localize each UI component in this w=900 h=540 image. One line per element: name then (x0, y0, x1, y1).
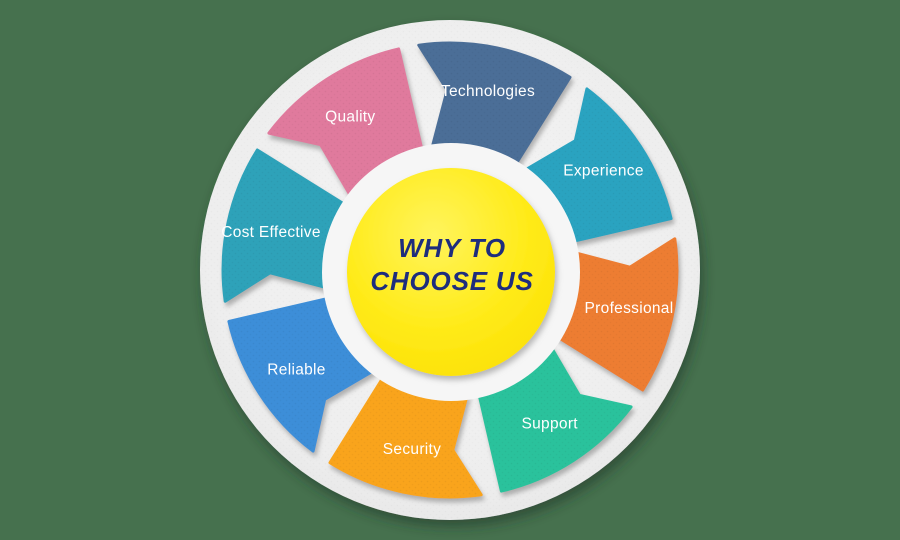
segment-texture-technologies (418, 43, 570, 163)
segment-texture-professional (557, 238, 677, 390)
segment-texture-security (330, 377, 482, 497)
segment-technologies: Technologies (417, 41, 572, 165)
segment-label-security: Security (383, 441, 441, 458)
segment-label-technologies: Technologies (441, 83, 535, 100)
segment-security: Security (328, 375, 483, 499)
segment-label-quality: Quality (325, 109, 375, 126)
center-circle (347, 168, 555, 376)
segment-texture-experience (526, 88, 672, 242)
center-title-line2: CHOOSE US (370, 266, 533, 296)
segment-label-reliable: Reliable (267, 362, 325, 379)
segment-quality: Quality (267, 47, 423, 196)
center-title-line1: WHY TO (398, 233, 506, 263)
segment-texture-quality (268, 48, 422, 195)
segment-label-support: Support (522, 416, 579, 433)
segment-label-experience: Experience (563, 162, 644, 179)
segment-label-cost-effective: Cost Effective (221, 224, 321, 241)
segment-texture-cost-effective (223, 150, 343, 302)
segment-texture-reliable (228, 298, 374, 452)
segments-layer: TechnologiesExperienceProfessionalSuppor… (221, 41, 679, 499)
segment-label-professional: Professional (585, 300, 674, 317)
